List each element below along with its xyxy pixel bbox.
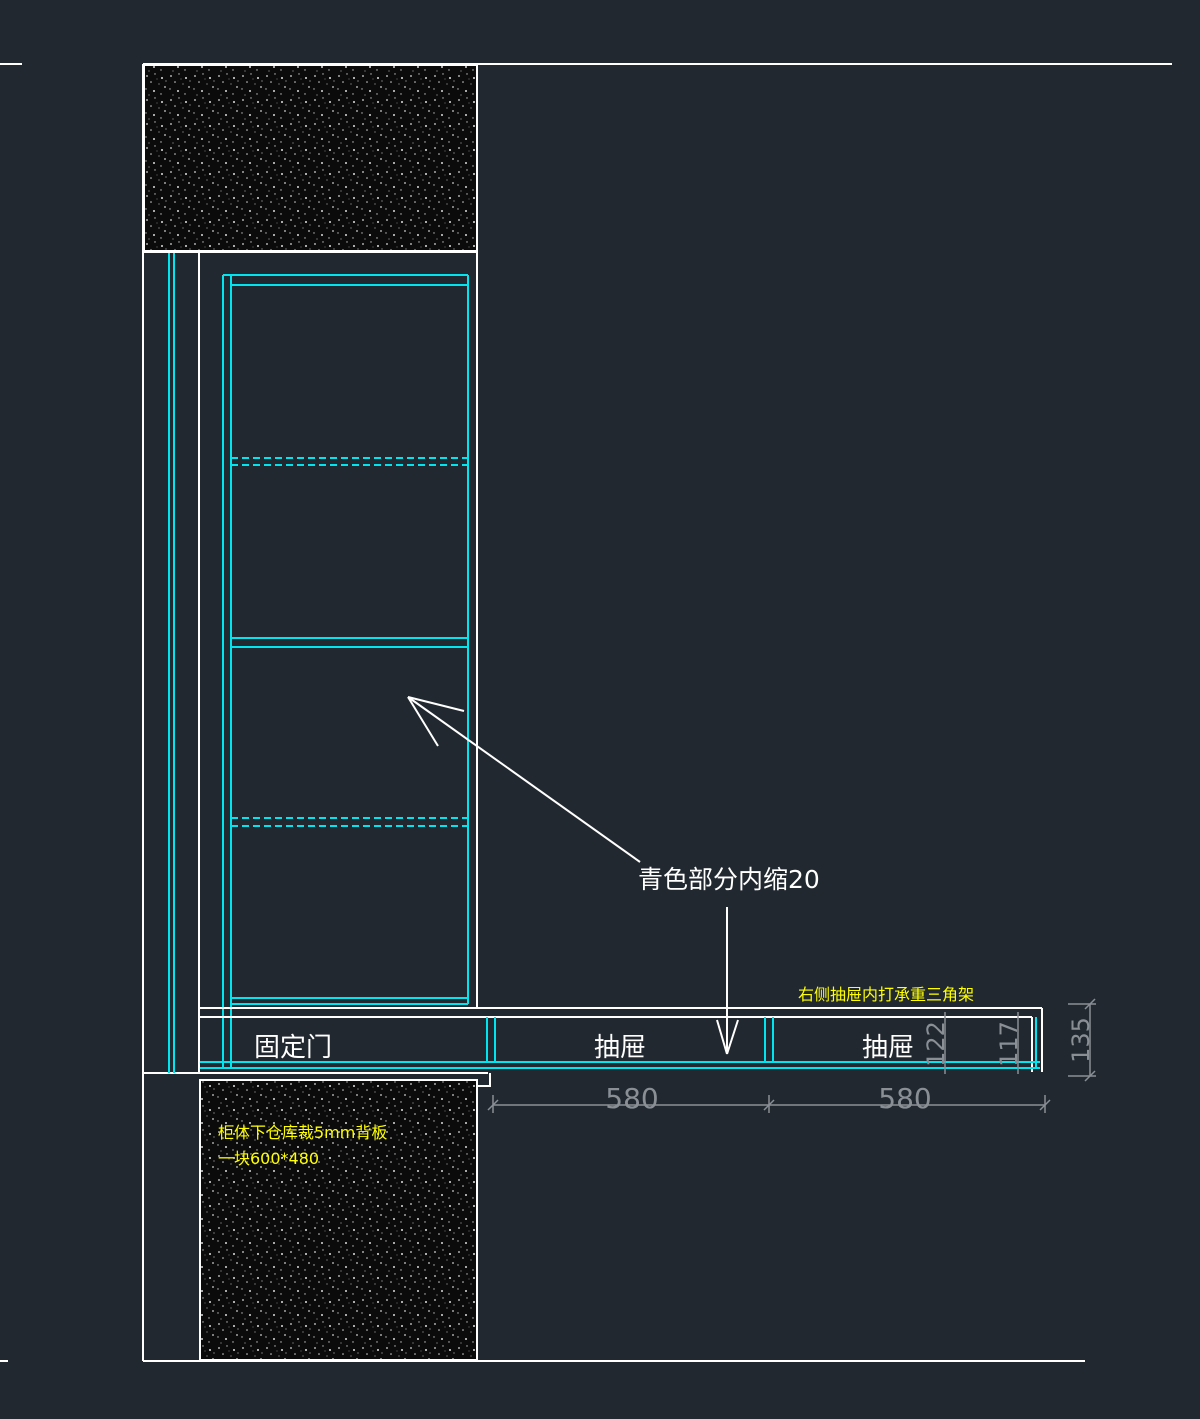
note-backboard-line2: 一块600*480 [218, 1149, 319, 1168]
dimension-height-3: 135 [1067, 1017, 1095, 1063]
boundary-lines [0, 63, 1172, 1362]
tall-cabinet-cyan [222, 274, 469, 1068]
annotation-leader-arrows [407, 696, 739, 1055]
fixed-door-label: 固定门 [254, 1033, 332, 1063]
drawer-unit-cyan [200, 1017, 1040, 1069]
concrete-wall-top [143, 64, 478, 252]
drawer-label-2: 抽屉 [862, 1033, 914, 1063]
cabinet-outline [143, 251, 491, 1087]
concrete-wall-bottom [199, 1079, 478, 1361]
note-bracket-label: 右侧抽屉内打承重三角架 [798, 985, 974, 1004]
side-panel-cyan [168, 253, 175, 1073]
vertical-dimensions [944, 998, 1096, 1082]
dimension-width-2: 580 [878, 1082, 931, 1115]
annotation-inset-label: 青色部分内缩20 [638, 865, 820, 894]
dimension-height-2: 117 [995, 1021, 1023, 1067]
dimension-height-1: 122 [922, 1021, 950, 1067]
horizontal-dimensions [487, 1095, 1051, 1113]
dimension-width-1: 580 [605, 1082, 658, 1115]
note-backboard-line1: 柜体下仓库裁5mm背板 [218, 1123, 387, 1142]
adjustable-shelves [231, 457, 468, 827]
drawer-label-1: 抽屉 [594, 1033, 646, 1063]
